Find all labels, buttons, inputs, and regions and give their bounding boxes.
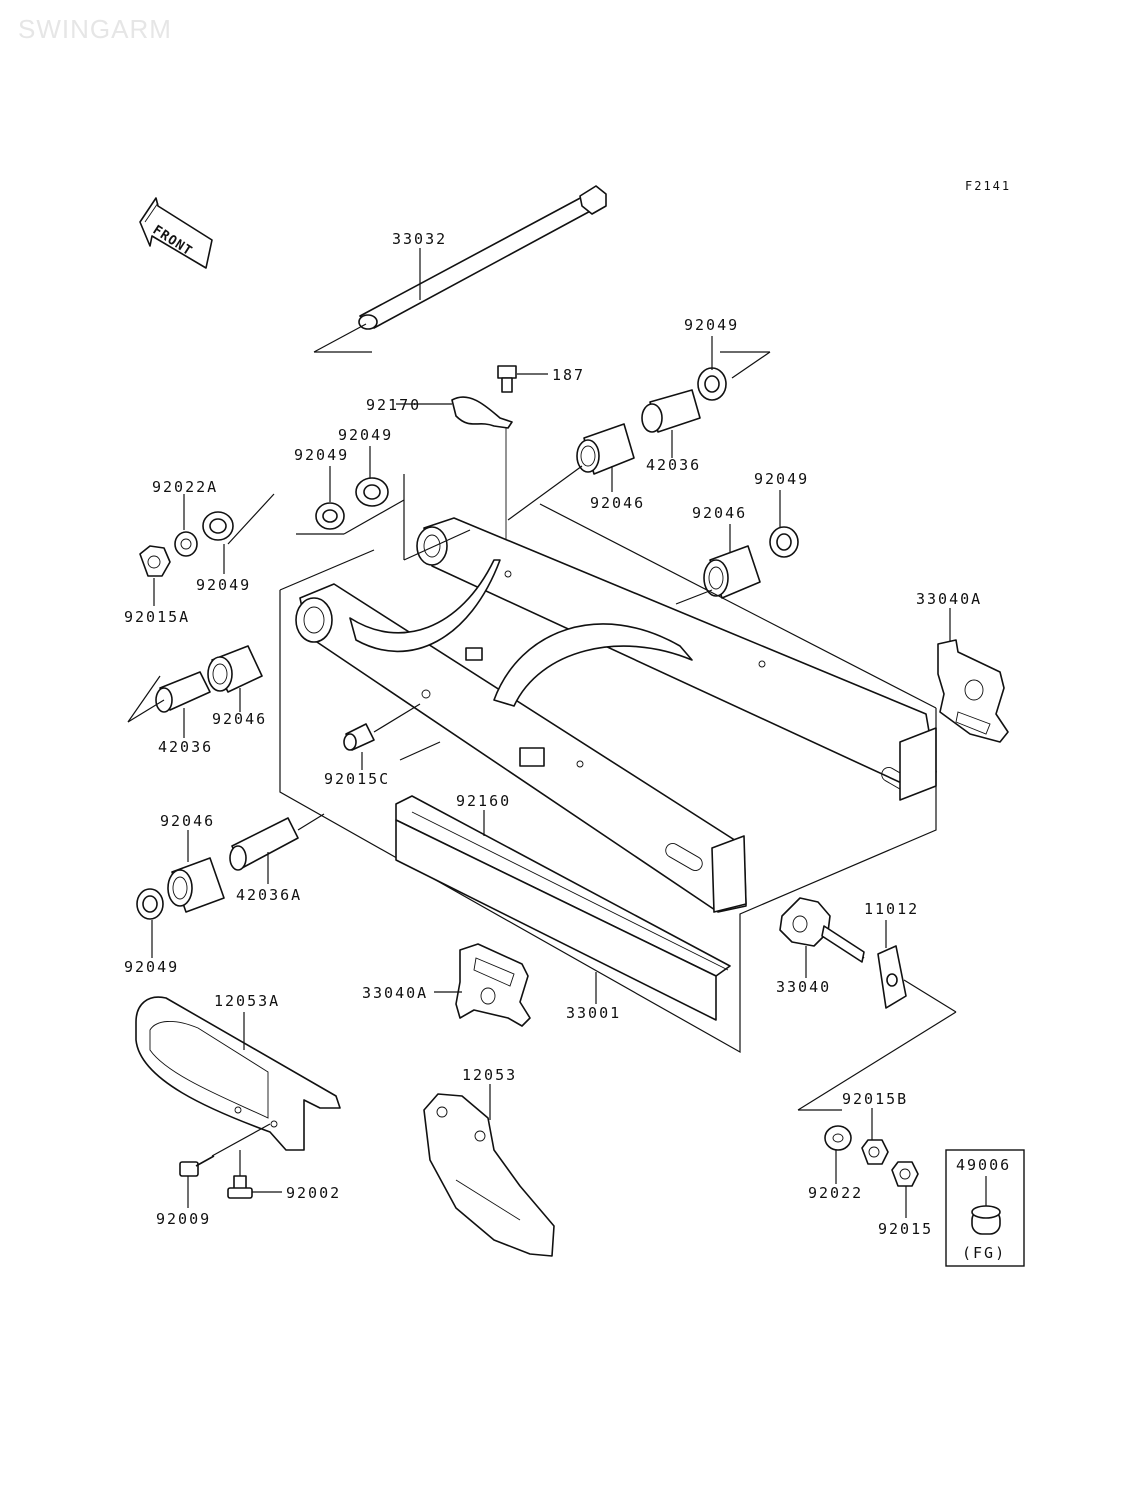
adjuster-33040 bbox=[779, 897, 865, 963]
nut-92015 bbox=[891, 1161, 919, 1187]
label-92046-lowerleft: 92046 bbox=[160, 812, 215, 830]
label-92015A: 92015A bbox=[124, 608, 190, 626]
bearing-92046-left bbox=[207, 645, 263, 693]
label-92049-a: 92049 bbox=[338, 426, 393, 444]
label-42036-left: 42036 bbox=[158, 738, 213, 756]
label-92049-b: 92049 bbox=[294, 446, 349, 464]
label-92015C: 92015C bbox=[324, 770, 390, 788]
bearing-92046-lowerleft bbox=[167, 857, 225, 913]
label-33040A-center: 33040A bbox=[362, 984, 428, 1002]
box-49006 bbox=[945, 1149, 1025, 1267]
collar-42036-top bbox=[641, 389, 701, 433]
label-33040: 33040 bbox=[776, 978, 831, 996]
clip-92170 bbox=[396, 396, 513, 574]
label-92049-c: 92049 bbox=[196, 576, 251, 594]
watermark: SWINGARM bbox=[18, 14, 172, 44]
chainguard-12053A bbox=[135, 996, 341, 1151]
bearing-92046-top bbox=[576, 423, 635, 475]
label-92002: 92002 bbox=[286, 1184, 341, 1202]
slider-92160 bbox=[395, 795, 731, 1021]
label-92170: 92170 bbox=[366, 396, 421, 414]
seal-92049-b bbox=[315, 502, 345, 530]
label-92049-e: 92049 bbox=[124, 958, 179, 976]
nut-92015A bbox=[139, 545, 171, 577]
seal-92049-e bbox=[136, 888, 164, 920]
collar-42036-left bbox=[155, 671, 211, 713]
label-33001: 33001 bbox=[566, 1004, 621, 1022]
label-11012: 11012 bbox=[864, 900, 919, 918]
label-92160: 92160 bbox=[456, 792, 511, 810]
seal-92049-d bbox=[769, 526, 799, 558]
bolt-92002 bbox=[227, 1175, 253, 1199]
label-42036A: 42036A bbox=[236, 886, 302, 904]
label-42036-top: 42036 bbox=[646, 456, 701, 474]
plate-33040A-center bbox=[455, 943, 531, 1027]
label-12053: 12053 bbox=[462, 1066, 517, 1084]
nut-92015B bbox=[861, 1139, 889, 1165]
front-arrow-icon: FRONT bbox=[139, 197, 213, 269]
label-92015B: 92015B bbox=[842, 1090, 908, 1108]
block-11012 bbox=[877, 945, 907, 1009]
label-92046-left: 92046 bbox=[212, 710, 267, 728]
bolt-187 bbox=[497, 365, 548, 393]
bushing-92015C bbox=[343, 723, 375, 751]
label-92046-mid: 92046 bbox=[692, 504, 747, 522]
label-12053A: 12053A bbox=[214, 992, 280, 1010]
figure-code: F2141 bbox=[965, 179, 1011, 193]
label-fg: (FG) bbox=[962, 1244, 1006, 1262]
label-92049-d: 92049 bbox=[754, 470, 809, 488]
washer-92022A bbox=[174, 531, 198, 557]
label-33032: 33032 bbox=[392, 230, 447, 248]
label-49006: 49006 bbox=[956, 1156, 1011, 1174]
collar-42036A bbox=[229, 817, 299, 871]
label-92015: 92015 bbox=[878, 1220, 933, 1238]
label-92022A: 92022A bbox=[152, 478, 218, 496]
label-92009: 92009 bbox=[156, 1210, 211, 1228]
label-92046-top: 92046 bbox=[590, 494, 645, 512]
cover-12053 bbox=[423, 1093, 555, 1257]
seal-92049-c bbox=[202, 511, 234, 541]
seal-92049-a bbox=[355, 477, 389, 507]
label-92049-top: 92049 bbox=[684, 316, 739, 334]
swingarm-33001 bbox=[295, 517, 937, 913]
seal-92049-top bbox=[697, 367, 727, 401]
washer-92022 bbox=[824, 1125, 852, 1151]
label-187: 187 bbox=[552, 366, 585, 384]
bolt-92009 bbox=[179, 1155, 215, 1177]
label-33040A-right: 33040A bbox=[916, 590, 982, 608]
label-92022: 92022 bbox=[808, 1184, 863, 1202]
plate-33040A-right bbox=[937, 639, 1009, 743]
pivot-shaft bbox=[313, 185, 607, 353]
bearing-92046-mid bbox=[703, 545, 761, 599]
